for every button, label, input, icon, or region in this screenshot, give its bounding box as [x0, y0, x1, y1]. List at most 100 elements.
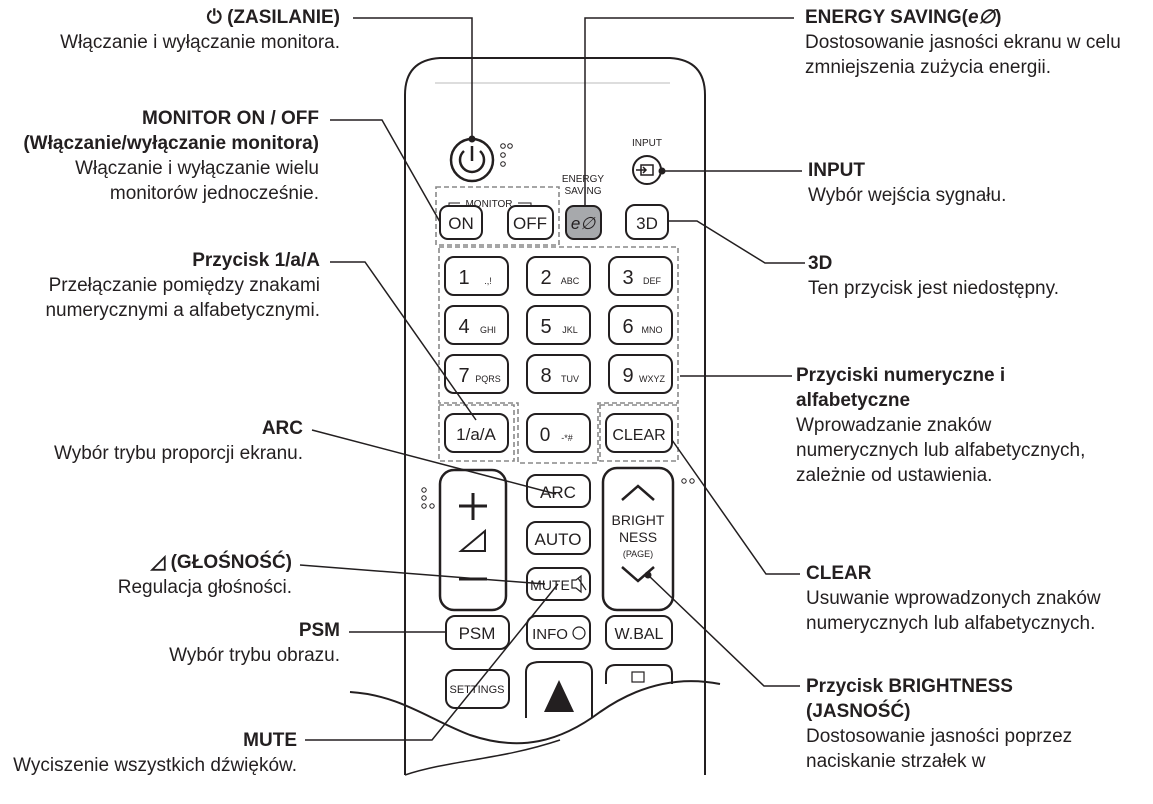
clear-key[interactable]: CLEAR	[605, 413, 673, 453]
number-key-2[interactable]: 2 ABC	[526, 256, 591, 296]
label-numeric: Przyciski numeryczne i alfabetyczne Wpro…	[796, 365, 1086, 486]
svg-text:(PAGE): (PAGE)	[623, 549, 653, 559]
up-triangle-icon	[544, 680, 574, 712]
svg-text:AUTO: AUTO	[535, 530, 582, 549]
number-keys-group-box	[438, 246, 679, 464]
svg-text:9: 9	[622, 365, 633, 387]
wbal-button[interactable]: W.BAL	[605, 615, 673, 650]
energy-saving-button[interactable]: e∅	[565, 205, 602, 240]
label-brightness: Przycisk BRIGHTNESS (JASNOŚĆ) Dostosowan…	[806, 676, 1073, 772]
number-keys: 1.,! 2 ABC 3 DEF 4 GHI 5 JKL 6 MNO 7 PQRS 8 TUV 9 WXYZ	[444, 256, 673, 394]
energy-saving-icon: e∅	[967, 7, 996, 28]
number-key-7[interactable]: 7 PQRS	[444, 354, 509, 394]
number-key-9[interactable]: 9 WXYZ	[608, 354, 673, 394]
mute-button[interactable]: MUTE	[526, 567, 591, 601]
svg-text:ABC: ABC	[561, 276, 580, 286]
svg-text:CLEAR: CLEAR	[612, 427, 665, 444]
svg-text:BRIGHT: BRIGHT	[612, 512, 665, 528]
svg-text:NESS: NESS	[619, 529, 657, 545]
svg-text:GHI: GHI	[480, 325, 496, 335]
up-arrow-button[interactable]	[525, 661, 593, 718]
svg-text:DEF: DEF	[643, 276, 662, 286]
zero-key[interactable]: 0 -*#	[526, 413, 591, 453]
input-top-label: INPUT	[632, 138, 662, 149]
energy-saving-label-1: ENERGY	[562, 174, 605, 185]
volume-rocker[interactable]	[438, 468, 508, 612]
svg-text:0: 0	[540, 425, 551, 446]
cutoff-wave	[349, 680, 721, 745]
svg-text:6: 6	[622, 316, 633, 338]
info-icon	[572, 626, 586, 640]
label-psm: PSM Wybór trybu obrazu.	[169, 620, 340, 666]
monitor-group-label: MONITOR	[465, 199, 512, 210]
label-arc: ARC Wybór trybu proporcji ekranu.	[53, 418, 303, 464]
energy-saving-label-2: SAVING	[564, 186, 601, 197]
svg-text:1/a/A: 1/a/A	[456, 425, 496, 444]
svg-text:5: 5	[540, 316, 551, 338]
svg-text:JKL: JKL	[562, 325, 578, 335]
label-mode: Przycisk 1/a/A Przełączanie pomiędzy zna…	[45, 250, 320, 321]
monitor-on-button[interactable]: ON	[439, 205, 483, 240]
power-icon: ⏻	[206, 7, 228, 28]
svg-text:e∅: e∅	[571, 214, 596, 233]
label-input: INPUT Wybór wejścia sygnału.	[808, 160, 1007, 206]
power-button[interactable]	[449, 137, 495, 183]
svg-text:PQRS: PQRS	[475, 374, 501, 384]
svg-text:8: 8	[540, 365, 551, 387]
label-volume: ◿ (GŁOŚNOŚĆ) Regulacja głośności.	[117, 552, 292, 598]
svg-text:3: 3	[622, 267, 633, 289]
svg-text:PSM: PSM	[459, 624, 496, 643]
label-energy: ENERGY SAVING(e∅) Dostosowanie jasności …	[805, 7, 1121, 78]
clear-key-group-box	[599, 404, 679, 462]
volume-triangle-icon: ◿	[150, 552, 171, 573]
svg-text:3D: 3D	[636, 214, 658, 233]
svg-text:.,!: .,!	[484, 276, 492, 286]
number-key-6[interactable]: 6 MNO	[608, 305, 673, 345]
mode-key[interactable]: 1/a/A	[444, 413, 509, 453]
input-button[interactable]	[632, 155, 662, 185]
mute-icon	[571, 574, 587, 594]
settings-button[interactable]: SETTINGS	[445, 669, 510, 709]
number-key-5[interactable]: 5 JKL	[526, 305, 591, 345]
label-mute: MUTE Wyciszenie wszystkich dźwięków.	[13, 730, 297, 776]
svg-text:INFO: INFO	[532, 626, 568, 643]
cutoff-wave-back	[404, 739, 561, 776]
svg-text:MUTE: MUTE	[530, 577, 570, 593]
mode-key-group-box	[438, 404, 515, 462]
svg-text:1: 1	[458, 267, 469, 289]
svg-text:MNO: MNO	[642, 325, 663, 335]
number-key-3[interactable]: 3 DEF	[608, 256, 673, 296]
number-key-8[interactable]: 8 TUV	[526, 354, 591, 394]
svg-text:4: 4	[458, 316, 469, 338]
svg-text:OFF: OFF	[513, 214, 547, 233]
svg-text:ARC: ARC	[540, 483, 576, 502]
monitor-off-button[interactable]: OFF	[507, 205, 554, 240]
number-key-4[interactable]: 4 GHI	[444, 305, 509, 345]
svg-text:ON: ON	[448, 214, 474, 233]
3d-button[interactable]: 3D	[625, 204, 669, 240]
indicator-dots-right-icon	[681, 478, 695, 484]
label-clear: CLEAR Usuwanie wprowadzonych znaków nume…	[806, 563, 1101, 634]
svg-text:TUV: TUV	[561, 374, 579, 384]
partial-button[interactable]	[605, 664, 673, 684]
indicator-dots-left-icon	[421, 487, 435, 509]
svg-text:2: 2	[540, 267, 551, 289]
psm-button[interactable]: PSM	[445, 615, 510, 650]
label-3d: 3D Ten przycisk jest niedostępny.	[808, 253, 1059, 299]
svg-text:WXYZ: WXYZ	[639, 374, 666, 384]
arc-button[interactable]: ARC	[526, 474, 591, 508]
info-button[interactable]: INFO	[526, 615, 591, 650]
number-key-1[interactable]: 1.,!	[444, 256, 509, 296]
label-power: ⏻ (ZASILANIE) Włączanie i wyłączanie mon…	[60, 7, 340, 53]
indicator-dots-icon	[500, 143, 513, 167]
svg-text:W.BAL: W.BAL	[615, 626, 664, 643]
svg-text:7: 7	[458, 365, 469, 387]
brightness-rocker[interactable]: BRIGHT NESS (PAGE)	[601, 466, 675, 612]
svg-text:-*#: -*#	[561, 433, 573, 443]
chevron-up-icon	[621, 484, 655, 501]
label-monitor-onoff: MONITOR ON / OFF (Włączanie/wyłączanie m…	[23, 108, 319, 204]
leader-lines	[299, 17, 805, 741]
auto-button[interactable]: AUTO	[526, 521, 591, 555]
svg-text:SETTINGS: SETTINGS	[449, 684, 504, 696]
